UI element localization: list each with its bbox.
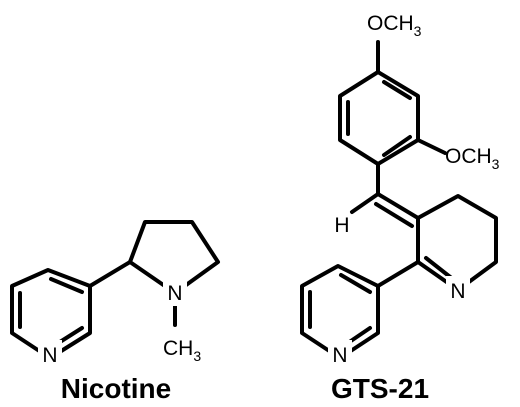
gts21-methoxy-right-subscript: 3 <box>492 156 500 172</box>
nicotine-structure: N N CH3 Nicotine <box>10 220 220 404</box>
gts21-benzene-ring <box>338 70 420 166</box>
gts21-imine-nitrogen: N <box>450 280 465 303</box>
gts21-methoxy-right-text: OCH <box>445 145 492 168</box>
gts21-tetrahydropyridine-ring <box>416 194 498 292</box>
gts21-vinyl-hydrogen: H <box>334 214 349 237</box>
nicotine-pyrrolidine-nitrogen: N <box>167 282 182 305</box>
gts21-name: GTS-21 <box>331 373 429 404</box>
nicotine-ring-link-bond <box>88 260 132 288</box>
nicotine-methyl-text: CH <box>163 337 193 360</box>
gts21-vinyl-h-bond <box>350 192 380 214</box>
gts21-exocyclic-double-bond <box>374 192 420 228</box>
gts21-structure: OCH3 OCH3 H N N GTS-21 <box>300 12 500 404</box>
gts21-ring-link-bond <box>376 260 420 288</box>
gts21-methoxy-right-label: OCH3 <box>445 145 500 172</box>
gts21-methoxy-top-text: OCH <box>367 12 414 35</box>
gts21-methoxy-top-label: OCH3 <box>367 12 422 39</box>
gts21-methoxy-right-bond <box>416 138 447 155</box>
nicotine-methyl-label: CH3 <box>163 337 201 364</box>
nicotine-pyridine-nitrogen: N <box>42 344 57 367</box>
gts21-pyridine-nitrogen: N <box>332 344 347 367</box>
nicotine-name: Nicotine <box>61 373 171 404</box>
nicotine-methyl-subscript: 3 <box>193 348 201 364</box>
gts21-methoxy-top-subscript: 3 <box>414 23 422 39</box>
